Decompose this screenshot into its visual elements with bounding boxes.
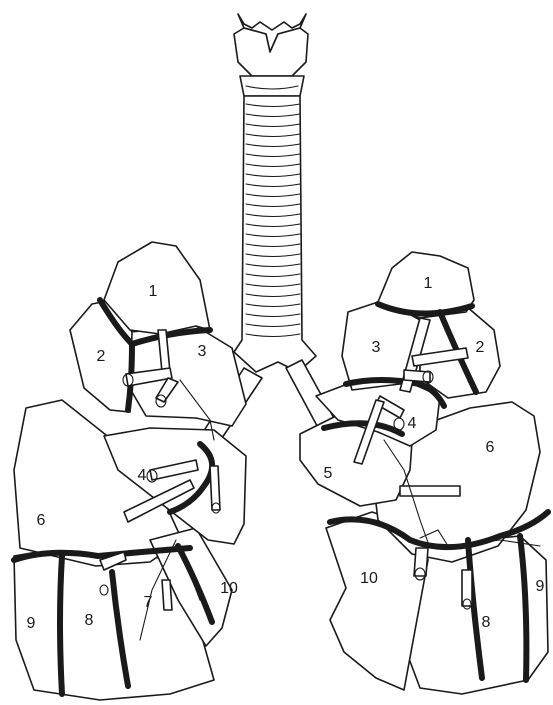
right-segment-label: 10 xyxy=(220,580,238,597)
trachea xyxy=(234,96,316,372)
right-segment-label: 7 xyxy=(144,594,153,611)
left-segment-label: 3 xyxy=(372,339,381,356)
right-segment-label: 2 xyxy=(97,348,106,365)
left-lung xyxy=(300,252,548,694)
right-segment-label: 6 xyxy=(37,512,46,529)
left-segment-label: 4 xyxy=(408,415,417,432)
left-segment-label: 6 xyxy=(486,439,495,456)
larynx xyxy=(234,14,308,96)
right-segment-label: 3 xyxy=(198,343,207,360)
left-segment-label: 2 xyxy=(476,339,485,356)
left-segment-label: 5 xyxy=(324,465,333,482)
left-segment-label: 9 xyxy=(536,578,545,595)
left-segment-label: 1 xyxy=(424,275,433,292)
right-segment-label: 1 xyxy=(149,283,158,300)
right-segment-label: 4 xyxy=(138,467,147,484)
right-segment-label: 8 xyxy=(85,612,94,629)
right-lung xyxy=(14,242,246,700)
right-segment-label: 9 xyxy=(27,615,36,632)
left-segment-label: 8 xyxy=(482,614,491,631)
left-segment-label: 10 xyxy=(360,570,378,587)
